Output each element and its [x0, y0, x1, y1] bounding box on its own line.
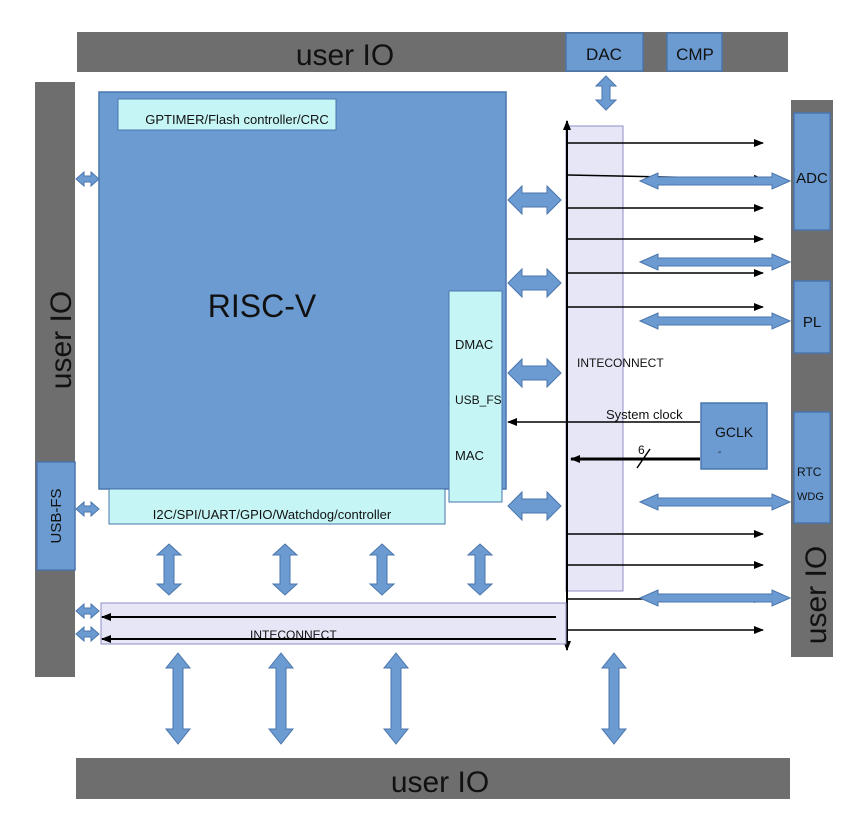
left-io-arrow-2	[75, 500, 100, 518]
core-interconnect-arrow-1	[507, 184, 562, 216]
bottom-io-arrow-1	[164, 652, 192, 745]
cmp-block	[666, 32, 723, 72]
adc-bus-arrow	[638, 172, 792, 190]
interconnect-vertical	[565, 125, 624, 592]
adc-block	[793, 112, 831, 231]
left-io-arrow-1	[75, 170, 100, 188]
left-io-label: user IO	[45, 291, 78, 389]
i2c-block	[108, 488, 446, 525]
bus-width-label: 6	[638, 443, 645, 457]
gclk-label: GCLK	[715, 424, 754, 440]
gptimer-label: GPTIMER/Flash controller/CRC	[145, 112, 328, 127]
dmac-label: DMAC	[455, 337, 493, 352]
wdg-label: WDG	[797, 491, 824, 503]
core-interconnect-arrow-3	[507, 357, 562, 389]
i2c-interconnect-arrow-3	[368, 543, 396, 596]
bottom-io-arrow-3	[382, 652, 410, 745]
dac-bus-arrow	[594, 75, 618, 111]
dac-label: DAC	[586, 45, 622, 64]
system-clock-label: System clock	[606, 407, 683, 422]
left-io-arrow-3	[75, 602, 100, 620]
mac-label: MAC	[455, 448, 484, 463]
adc-label: ADC	[796, 170, 828, 187]
dmac-usb-mac-block	[448, 290, 503, 503]
i2c-interconnect-arrow-4	[466, 543, 494, 596]
bottom-io-arrow-4	[600, 652, 628, 745]
gptimer-block	[117, 98, 337, 131]
gclk-dash-label: -	[718, 447, 721, 458]
interconnect-horizontal	[100, 602, 567, 645]
gclk-block	[700, 402, 768, 470]
usb-fs-side-label: USB-FS	[48, 488, 65, 543]
periph-bus-arrow-5	[638, 589, 792, 607]
pl-bus-arrow	[638, 312, 792, 330]
top-io-label: user IO	[296, 39, 394, 72]
periph-bus-arrow-2	[638, 253, 792, 271]
bottom-io-arrow-2	[267, 652, 295, 745]
rtc-wdg-block	[793, 411, 831, 524]
core-interconnect-arrow-4	[507, 490, 562, 522]
i2c-label: I2C/SPI/UART/GPIO/Watchdog/controller	[153, 507, 392, 522]
riscv-block	[98, 91, 507, 490]
usb-fs-side-block	[36, 461, 76, 571]
core-interconnect-arrow-2	[507, 267, 562, 299]
rtc-label: RTC	[797, 465, 822, 479]
left-io-bar	[35, 82, 75, 677]
usb-fs-inner-label: USB_FS	[455, 393, 502, 407]
rtc-bus-arrow	[638, 493, 792, 511]
i2c-interconnect-arrow-2	[271, 543, 299, 596]
dac-block	[565, 32, 644, 72]
pl-block	[793, 280, 831, 354]
right-io-label: user IO	[800, 546, 833, 644]
bottom-io-label: user IO	[391, 766, 489, 799]
i2c-interconnect-arrow-1	[155, 543, 183, 596]
bottom-io-bar	[76, 758, 790, 799]
riscv-label: RISC-V	[208, 288, 317, 324]
cmp-label: CMP	[676, 45, 714, 64]
interconnect-vertical-label: INTECONNECT	[577, 356, 664, 370]
bus-width-slash	[636, 448, 651, 469]
pl-label: PL	[803, 314, 821, 331]
left-io-arrow-4	[75, 625, 100, 643]
